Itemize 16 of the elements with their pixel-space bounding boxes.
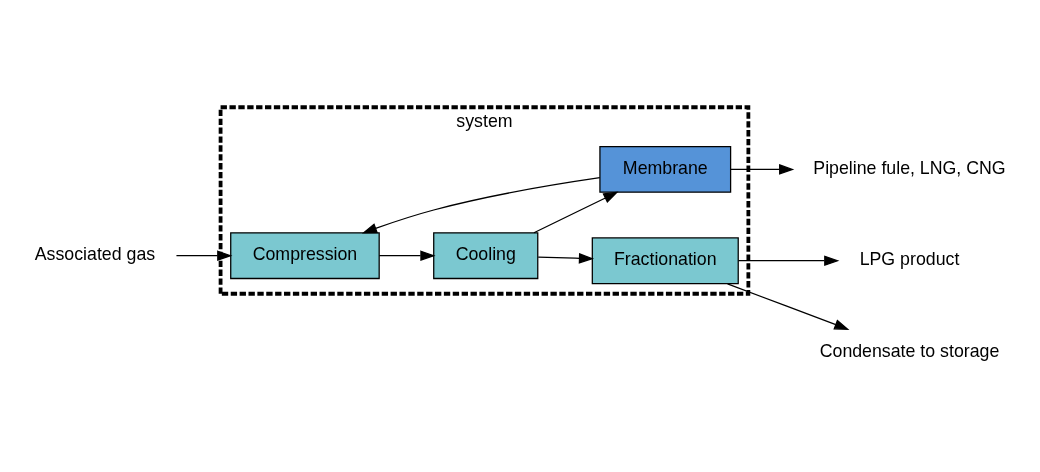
- node-text: Associated gas: [34, 244, 156, 265]
- node-box: Membrane: [599, 145, 732, 193]
- node-text: Condensate to storage: [819, 340, 1000, 361]
- node-box: Compression: [230, 232, 380, 280]
- arrow: [730, 164, 795, 175]
- arrow: [537, 252, 595, 264]
- arrow: [361, 177, 601, 234]
- node-box: Cooling: [433, 232, 539, 280]
- node-text: LPG product: [859, 249, 960, 270]
- arrow: [726, 283, 850, 330]
- node-box: Fractionation: [591, 237, 739, 285]
- node-text: Pipeline fule, LNG, CNG: [813, 158, 1006, 179]
- arrow: [378, 250, 436, 261]
- arrow: [175, 250, 233, 261]
- arrow: [533, 191, 619, 234]
- arrow: [737, 255, 840, 267]
